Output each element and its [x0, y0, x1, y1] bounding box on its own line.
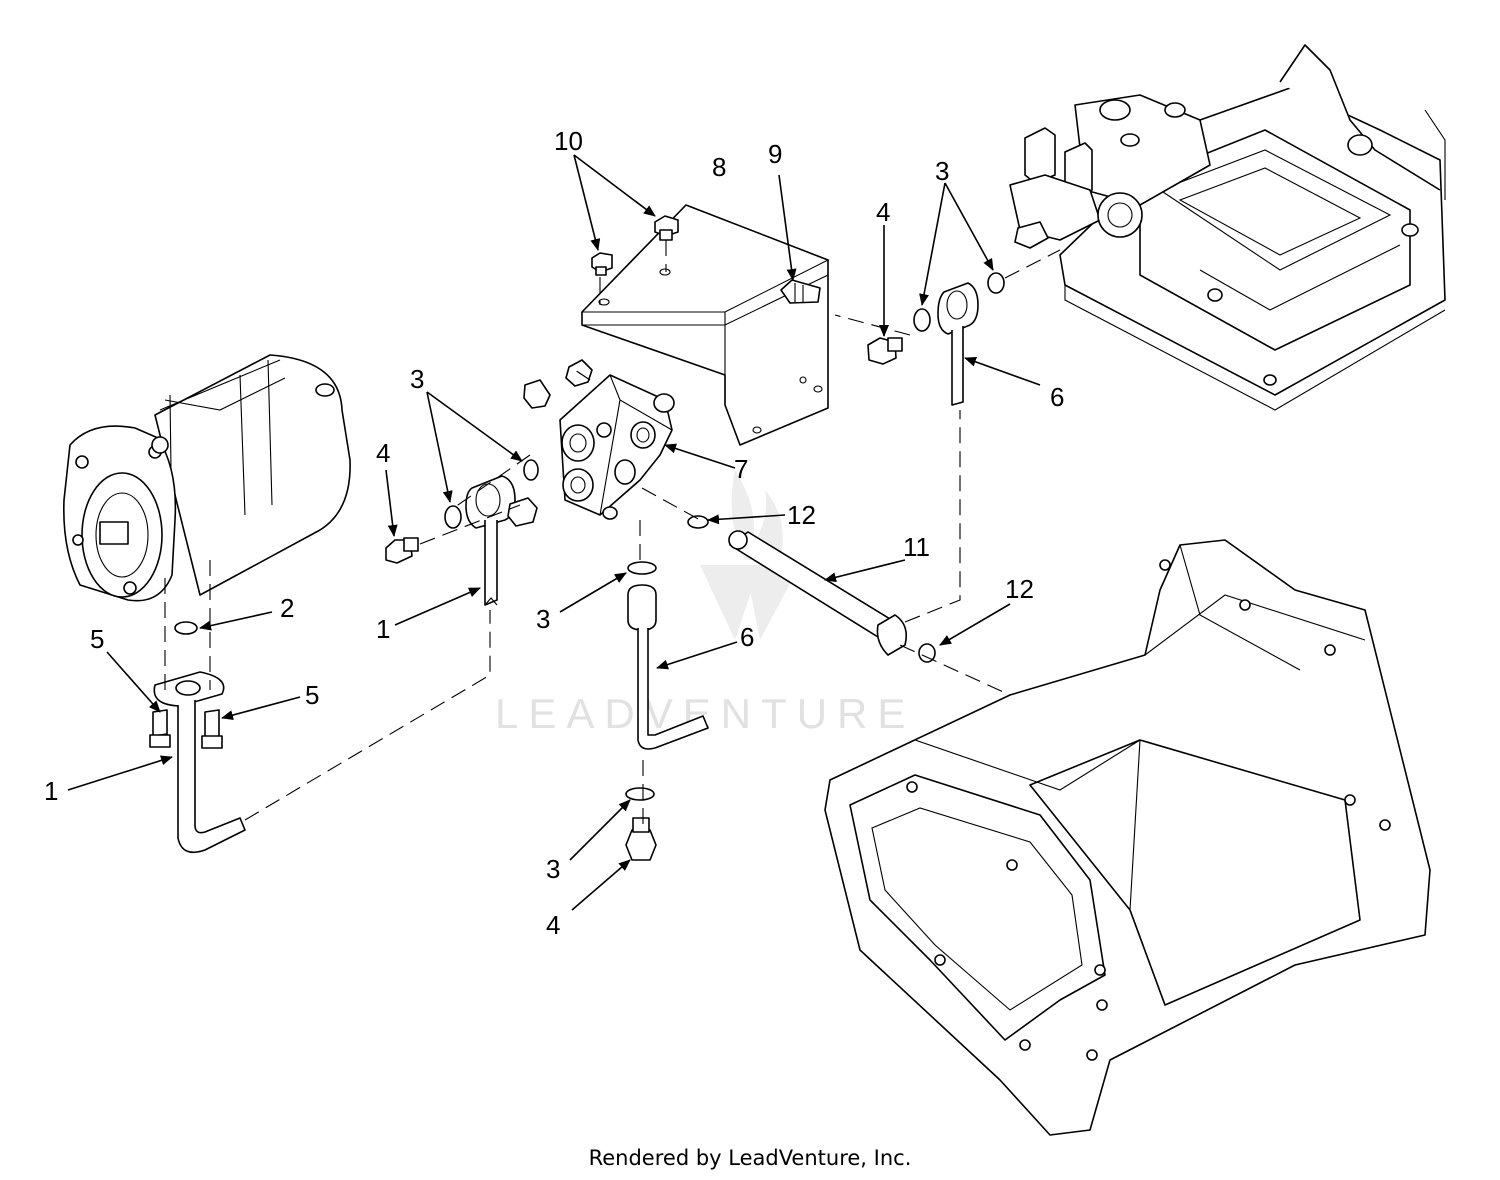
callout-plug-4-bottom: 4 [546, 910, 560, 940]
callout-tube-11: 11 [903, 532, 930, 562]
callout-tube-1-mid: 1 [376, 614, 390, 644]
lower-tube-group [625, 561, 709, 861]
callout-labels: 1 2 5 5 4 3 1 3 6 3 4 10 8 9 4 3 6 7 12 … [44, 126, 1064, 940]
callout-pump-tube-1: 1 [44, 776, 58, 806]
left-fitting-group [385, 475, 516, 606]
pump-tube [149, 621, 246, 854]
long-tube [687, 515, 936, 663]
callout-tube-6-right: 6 [1050, 382, 1064, 412]
connection-lines [164, 240, 1061, 830]
footer-credit: Rendered by LeadVenture, Inc. [588, 1146, 912, 1170]
callout-capscrew-5-right: 5 [305, 680, 319, 710]
callout-bracket-8: 8 [712, 152, 726, 182]
callout-oring-12-upper: 12 [787, 500, 816, 530]
callout-oring-3-right: 3 [935, 156, 949, 186]
callout-valve-7: 7 [734, 454, 748, 484]
callout-fittings-10: 10 [554, 126, 583, 156]
callout-arrows [67, 154, 1041, 911]
callout-oring-2: 2 [280, 593, 294, 623]
callout-tube-6-lower: 6 [740, 622, 754, 652]
right-fitting-group [867, 272, 1005, 406]
callout-oring-12-lower: 12 [1005, 574, 1034, 604]
callout-oring-3-lower: 3 [536, 604, 550, 634]
callout-fitting-9: 9 [768, 139, 782, 169]
hydraulic-pump [63, 354, 351, 602]
watermark-text: LEADVENTURE [495, 690, 915, 737]
callout-plug-4-left: 4 [376, 438, 390, 468]
callout-plug-4-right: 4 [876, 197, 890, 227]
transmission-housing [824, 539, 1431, 1136]
callout-oring-3-left: 3 [410, 364, 424, 394]
callout-capscrew-5-left: 5 [90, 624, 104, 654]
valve-block [507, 359, 675, 527]
hydraulic-valve-assembly [1009, 44, 1446, 411]
callout-oring-3-bottom: 3 [546, 854, 560, 884]
